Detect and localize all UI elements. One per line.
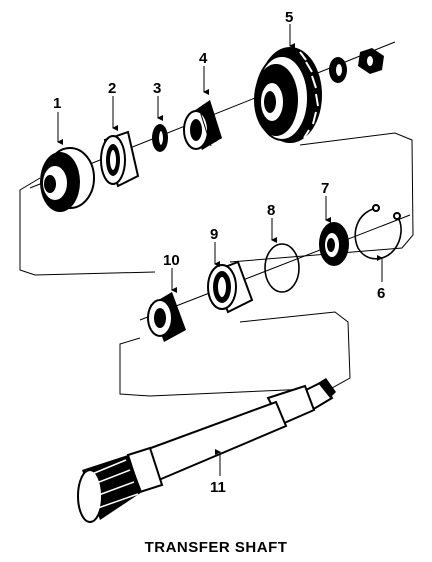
callout-7: 7 bbox=[321, 180, 329, 197]
callout-1: 1 bbox=[53, 95, 61, 112]
middle-axis-line bbox=[139, 214, 411, 321]
callout-4: 4 bbox=[199, 50, 208, 67]
part-4-tapered-bearing bbox=[183, 100, 222, 150]
part-1-bearing-cup bbox=[40, 147, 95, 212]
part-2-bearing-race bbox=[100, 130, 140, 188]
callout-10: 10 bbox=[163, 252, 180, 269]
upper-group-outline bbox=[19, 132, 414, 276]
callout-2: 2 bbox=[108, 80, 116, 97]
part-3-washer bbox=[152, 124, 168, 152]
callout-11: 11 bbox=[210, 479, 226, 496]
part-9-race bbox=[207, 260, 254, 314]
part-10-bearing bbox=[147, 292, 186, 342]
part-7-thrust-washer bbox=[319, 222, 349, 266]
callout-8: 8 bbox=[267, 202, 275, 219]
part-8-o-ring bbox=[264, 243, 300, 293]
diagram-caption: TRANSFER SHAFT bbox=[145, 539, 288, 556]
callout-6: 6 bbox=[377, 285, 385, 302]
part-6-snap-ring bbox=[354, 204, 402, 260]
callout-9: 9 bbox=[210, 226, 218, 243]
callout-3: 3 bbox=[153, 80, 161, 97]
part-5-gear bbox=[254, 47, 322, 143]
nut-and-washer bbox=[329, 48, 384, 83]
callout-5: 5 bbox=[285, 9, 293, 26]
part-11-transfer-shaft bbox=[77, 378, 336, 523]
